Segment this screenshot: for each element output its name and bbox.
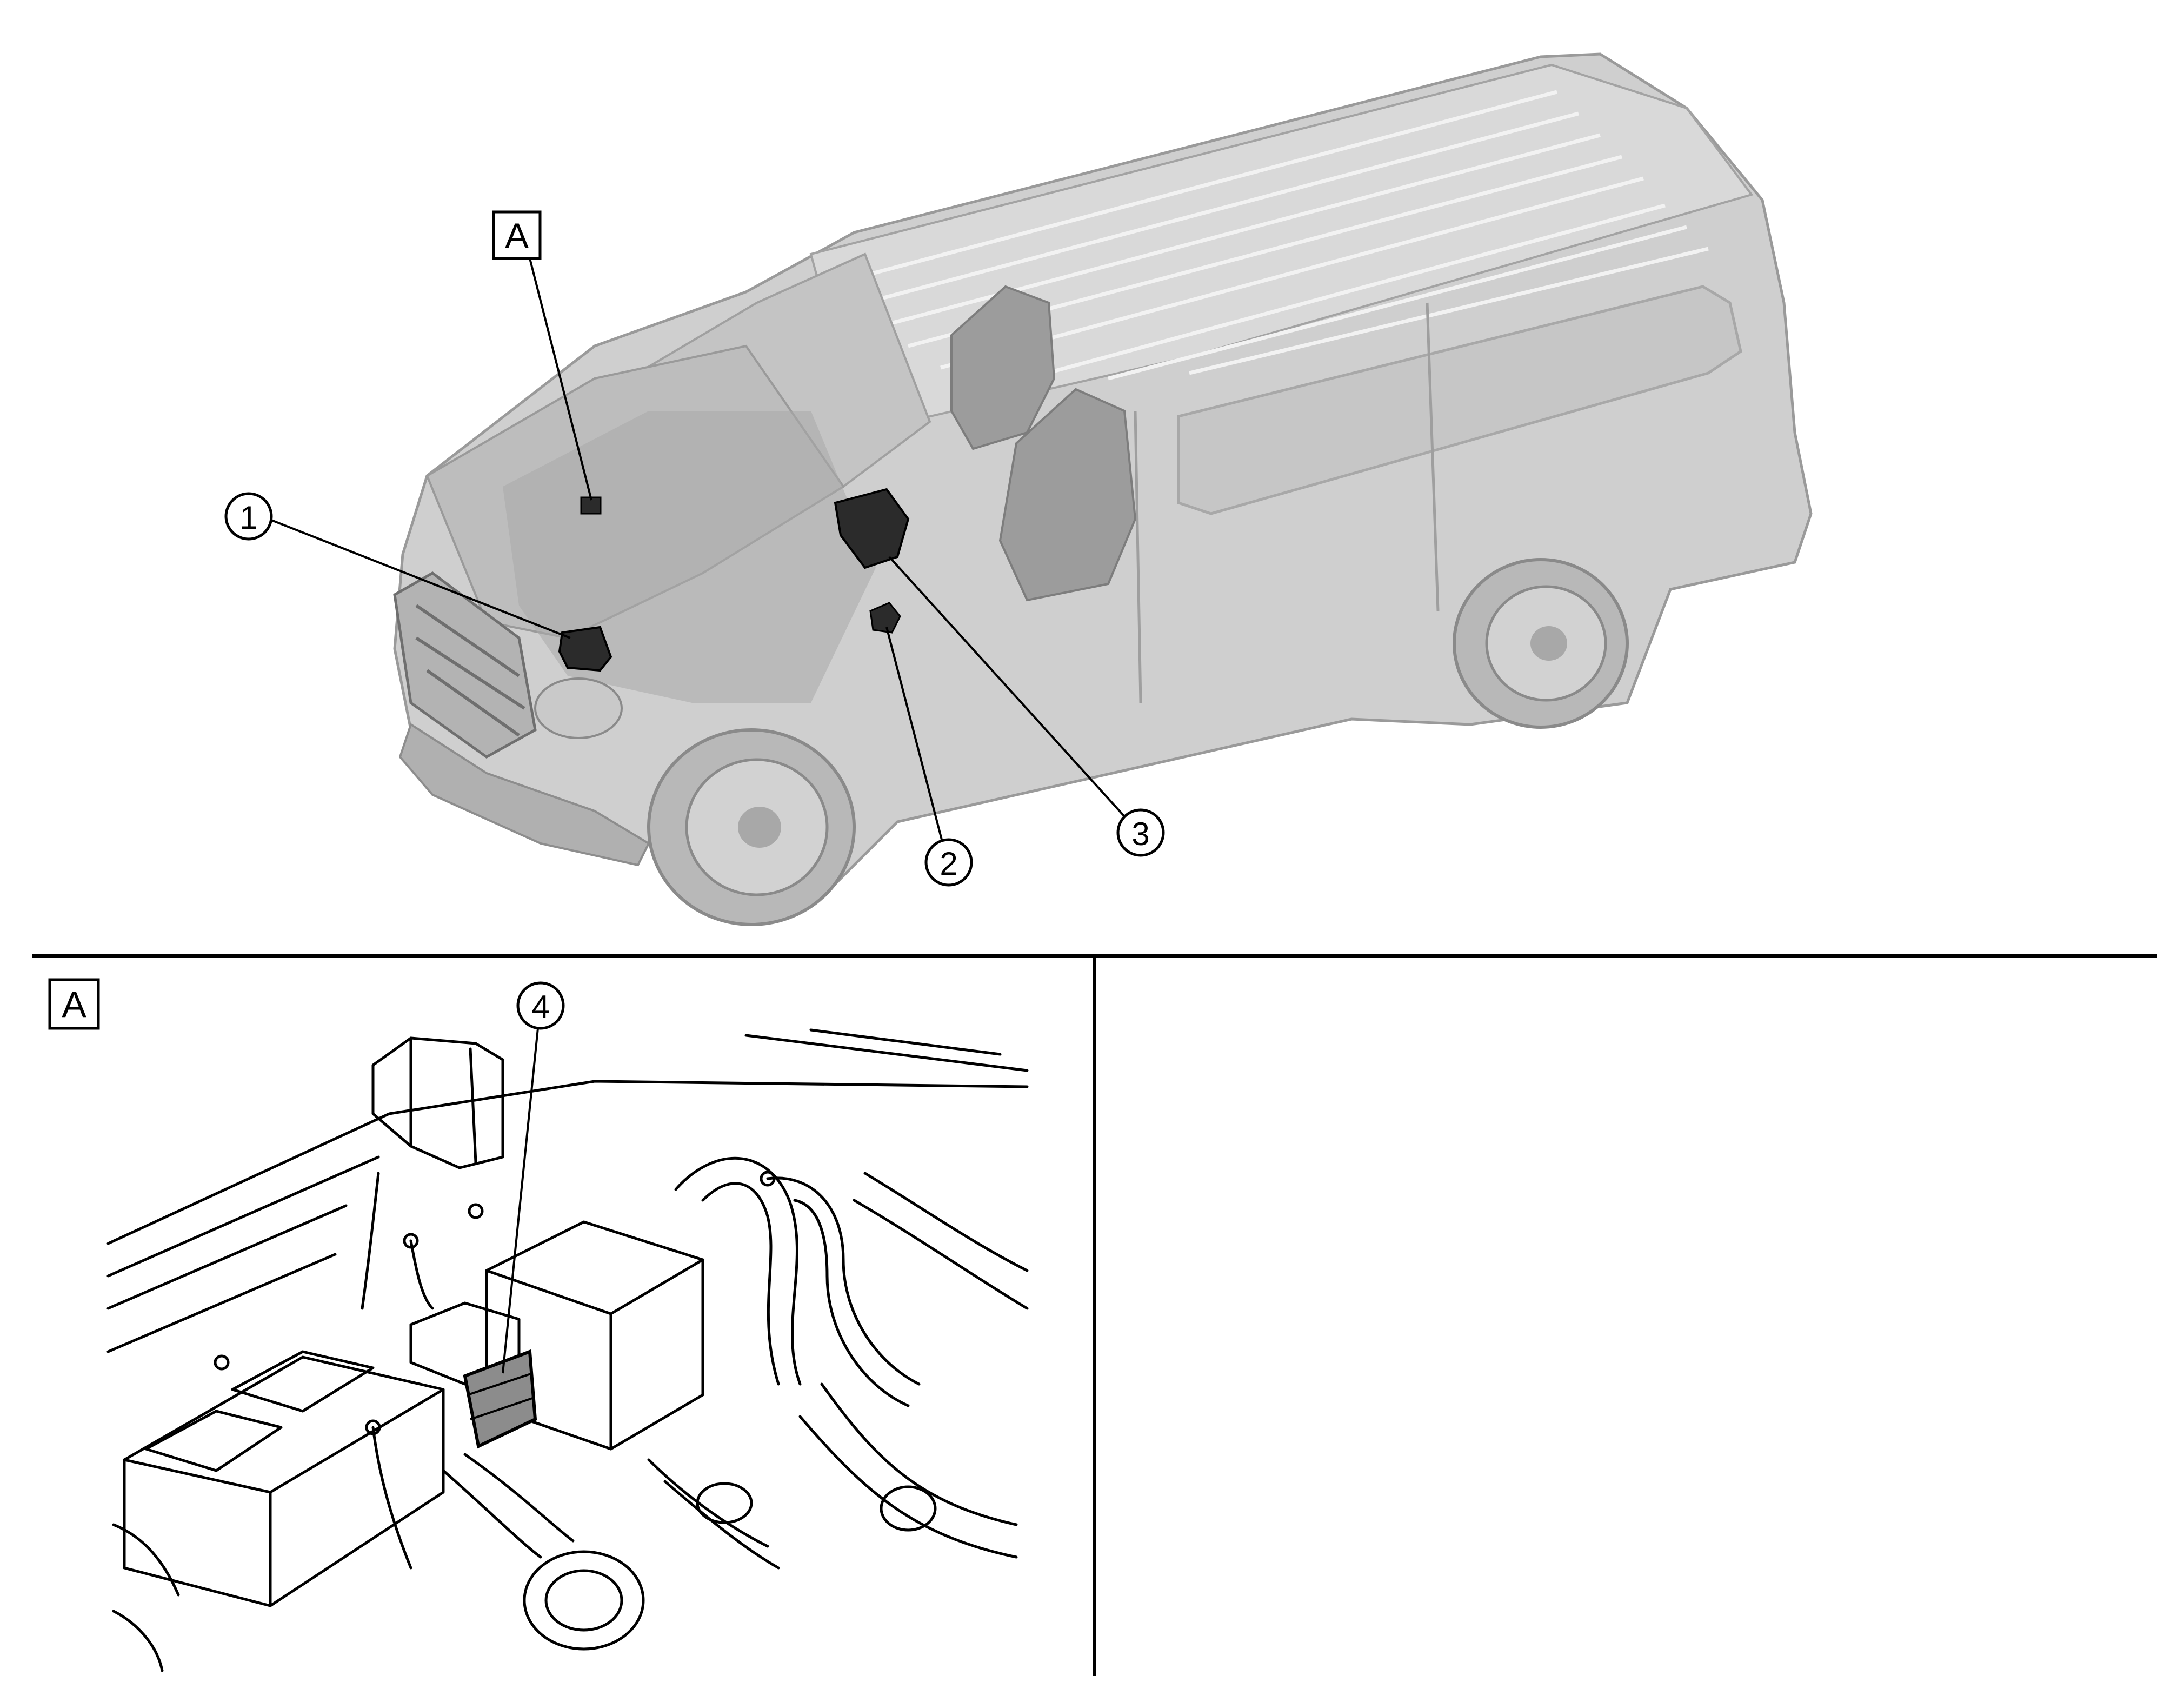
detail-view-label-text: A <box>62 984 86 1025</box>
component-1[interactable] <box>558 626 612 672</box>
callout-circle <box>224 492 273 541</box>
side-door-seam <box>1134 410 1142 703</box>
leader-line-3 <box>888 556 1126 817</box>
callout-number: 2 <box>940 846 957 882</box>
engine-compartment-lineart <box>106 1028 1029 1672</box>
component-2[interactable] <box>869 602 901 634</box>
van-illustration <box>393 52 1813 926</box>
callout-circle <box>1116 808 1165 857</box>
view-label-box <box>492 210 542 260</box>
callout-4: 4 <box>502 981 565 1374</box>
callout-number: 3 <box>1131 816 1149 852</box>
leader-line-a <box>529 258 592 501</box>
callout-1: 1 <box>224 492 571 639</box>
grille-bars <box>415 604 525 737</box>
front-bumper <box>398 722 650 867</box>
callout-3: 3 <box>888 556 1165 857</box>
callout-view-a-top: A <box>492 210 592 501</box>
callout-number: 1 <box>239 500 257 536</box>
roof-ribs <box>843 90 1709 381</box>
detail-view-label-box <box>48 978 100 1030</box>
callout-2: 2 <box>885 627 973 887</box>
van-side-window-recess <box>1177 285 1742 515</box>
passenger-seat <box>998 388 1137 602</box>
leader-line-4 <box>502 1028 539 1374</box>
callout-circle <box>924 838 973 887</box>
callout-number: 4 <box>531 989 549 1025</box>
front-wheel <box>647 728 856 926</box>
component-3[interactable] <box>834 488 910 569</box>
leader-line-2 <box>885 627 943 840</box>
leader-line-1 <box>271 519 571 639</box>
rear-wheel <box>1453 558 1629 729</box>
headlight <box>534 677 623 739</box>
detail-view-a: A <box>48 978 1029 1672</box>
driver-seat <box>950 285 1056 450</box>
view-label-text: A <box>505 216 529 256</box>
callout-circle <box>516 981 565 1030</box>
front-grille <box>393 571 537 759</box>
rear-door-seam <box>1426 302 1440 611</box>
component-4[interactable] <box>463 1349 537 1449</box>
